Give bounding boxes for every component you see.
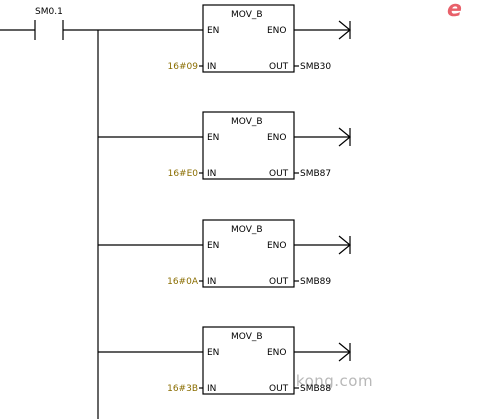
out-value: SMB87 (300, 169, 331, 179)
mov-block: MOV_B EN ENO IN OUT 16#E0 SMB87 (98, 111, 351, 180)
in-label: IN (207, 277, 216, 287)
function-box (202, 111, 295, 180)
corner-logo: e (447, 0, 462, 22)
out-label: OUT (269, 169, 289, 179)
in-value: 16#0A (167, 277, 199, 287)
in-value: 16#09 (168, 62, 199, 72)
in-label: IN (207, 62, 216, 72)
en-label: EN (207, 133, 219, 143)
mov-block: MOV_B EN ENO IN OUT 16#3B SMB88 (98, 326, 351, 395)
in-value: 16#3B (167, 384, 198, 394)
out-label: OUT (269, 277, 289, 287)
eno-label: ENO (267, 26, 287, 36)
out-value: SMB88 (300, 384, 331, 394)
block-title: MOV_B (231, 225, 263, 235)
out-value: SMB89 (300, 277, 331, 287)
eno-label: ENO (267, 241, 287, 251)
en-label: EN (207, 26, 219, 36)
out-label: OUT (269, 62, 289, 72)
out-value: SMB30 (300, 62, 331, 72)
function-box (202, 326, 295, 395)
mov-block: MOV_B EN ENO IN OUT 16#0A SMB89 (98, 219, 351, 288)
mov-block: MOV_B EN ENO IN OUT 16#09 SMB30 (98, 4, 351, 73)
out-label: OUT (269, 384, 289, 394)
in-value: 16#E0 (168, 169, 199, 179)
function-box (202, 4, 295, 73)
block-title: MOV_B (231, 332, 263, 342)
eno-label: ENO (267, 348, 287, 358)
en-label: EN (207, 348, 219, 358)
contact-label: SM0.1 (35, 7, 63, 17)
function-box (202, 219, 295, 288)
eno-label: ENO (267, 133, 287, 143)
in-label: IN (207, 169, 216, 179)
block-title: MOV_B (231, 10, 263, 20)
block-title: MOV_B (231, 117, 263, 127)
in-label: IN (207, 384, 216, 394)
en-label: EN (207, 241, 219, 251)
